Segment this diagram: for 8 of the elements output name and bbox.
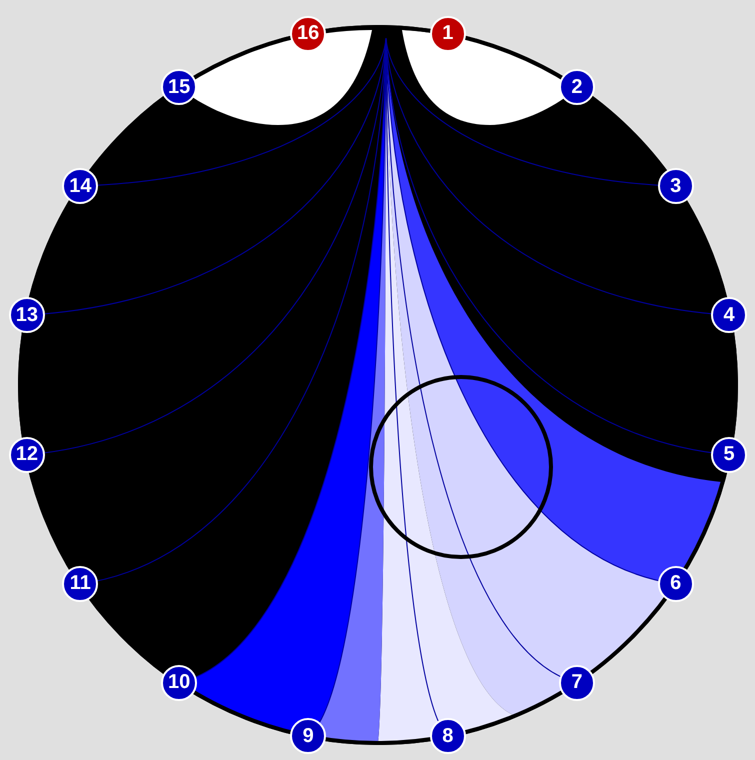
numbered-marker: 15 (161, 69, 198, 106)
numbered-marker: 14 (62, 168, 98, 204)
numbered-marker: 16 (290, 16, 326, 52)
numbered-marker: 1 (430, 16, 466, 52)
numbered-marker: 9 (290, 718, 326, 754)
numbered-marker: 12 (8, 436, 45, 473)
numbered-marker: 13 (8, 297, 45, 334)
numbered-marker: 4 (711, 297, 748, 334)
